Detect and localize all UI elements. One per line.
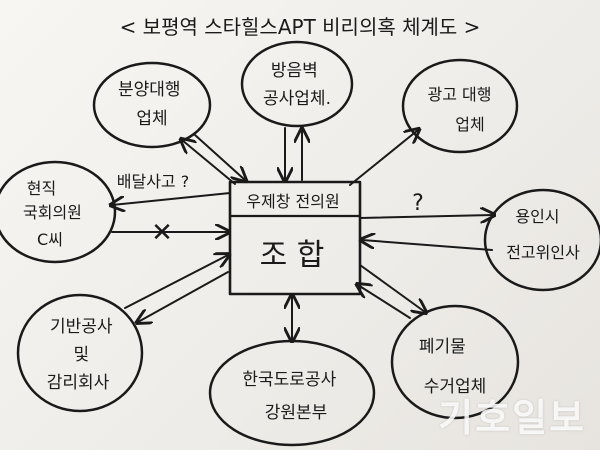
arrow-yongin-to-center [362, 240, 493, 251]
node-doro: 한국도로공사 강원본부 [208, 339, 376, 447]
annotation-baedal: 배달사고 ? [117, 172, 189, 191]
node-label: 한국도로공사 강원본부 [242, 370, 341, 423]
center-main-label: 조 합 [260, 238, 325, 273]
arrow-giban-to-center [124, 255, 228, 309]
node-label: 기반공사 및 감리회사 [47, 317, 118, 393]
node-label: 용인시 전고위인사 [506, 207, 580, 262]
center-box: 우제창 전의원 조 합 [228, 180, 362, 296]
arrow-center-to-pyegi [359, 264, 425, 312]
center-top-label: 우제창 전의원 [246, 192, 339, 211]
arrow-center-to-yongin [359, 215, 493, 218]
arrow-bunyang-to-center [194, 134, 245, 180]
node-label: 광고 대행 업체 [427, 85, 496, 134]
node-label: 분양대행 업체 [118, 80, 186, 129]
annotation-question: ? [412, 191, 424, 216]
node-ellipse [483, 188, 600, 292]
arrow-center-to-giban [138, 271, 229, 322]
diagram-title: < 보평역 스타힐스APT 비리의혹 체계도 > [120, 15, 481, 39]
node-label: 방음벽 공사업체. [263, 61, 331, 109]
node-label: 폐기물 수거업체 [419, 337, 486, 397]
node-ellipse [16, 293, 144, 413]
watermark-logo: 기호일보 [438, 396, 586, 440]
node-bangeum: 방음벽 공사업체. [240, 40, 354, 128]
annotation-cross: ✕ [151, 218, 173, 248]
node-bunyang: 분양대행 업체 [92, 61, 212, 149]
node-hyeonjik: 현직 국회의원 C씨 [0, 160, 117, 264]
node-ellipse [401, 58, 519, 154]
arrow-center-to-hyeonjik [112, 192, 231, 205]
node-ellipse [92, 61, 212, 149]
node-ellipse [390, 304, 520, 420]
node-ellipse [0, 160, 117, 264]
arrow-center-to-bunyang [182, 140, 236, 185]
node-ellipse [208, 339, 376, 447]
arrow-center-to-gwanggo [349, 130, 418, 186]
node-yongin: 용인시 전고위인사 [483, 188, 600, 292]
node-ellipse [240, 40, 354, 128]
node-giban: 기반공사 및 감리회사 [16, 293, 144, 413]
node-gwanggo: 광고 대행 업체 [401, 58, 519, 154]
node-label: 현직 국회의원 C씨 [23, 179, 87, 249]
node-pyegi: 폐기물 수거업체 [390, 304, 520, 420]
arrow-group [112, 128, 493, 340]
center-rect [228, 180, 362, 296]
arrow-pyegi-to-center [358, 285, 411, 319]
